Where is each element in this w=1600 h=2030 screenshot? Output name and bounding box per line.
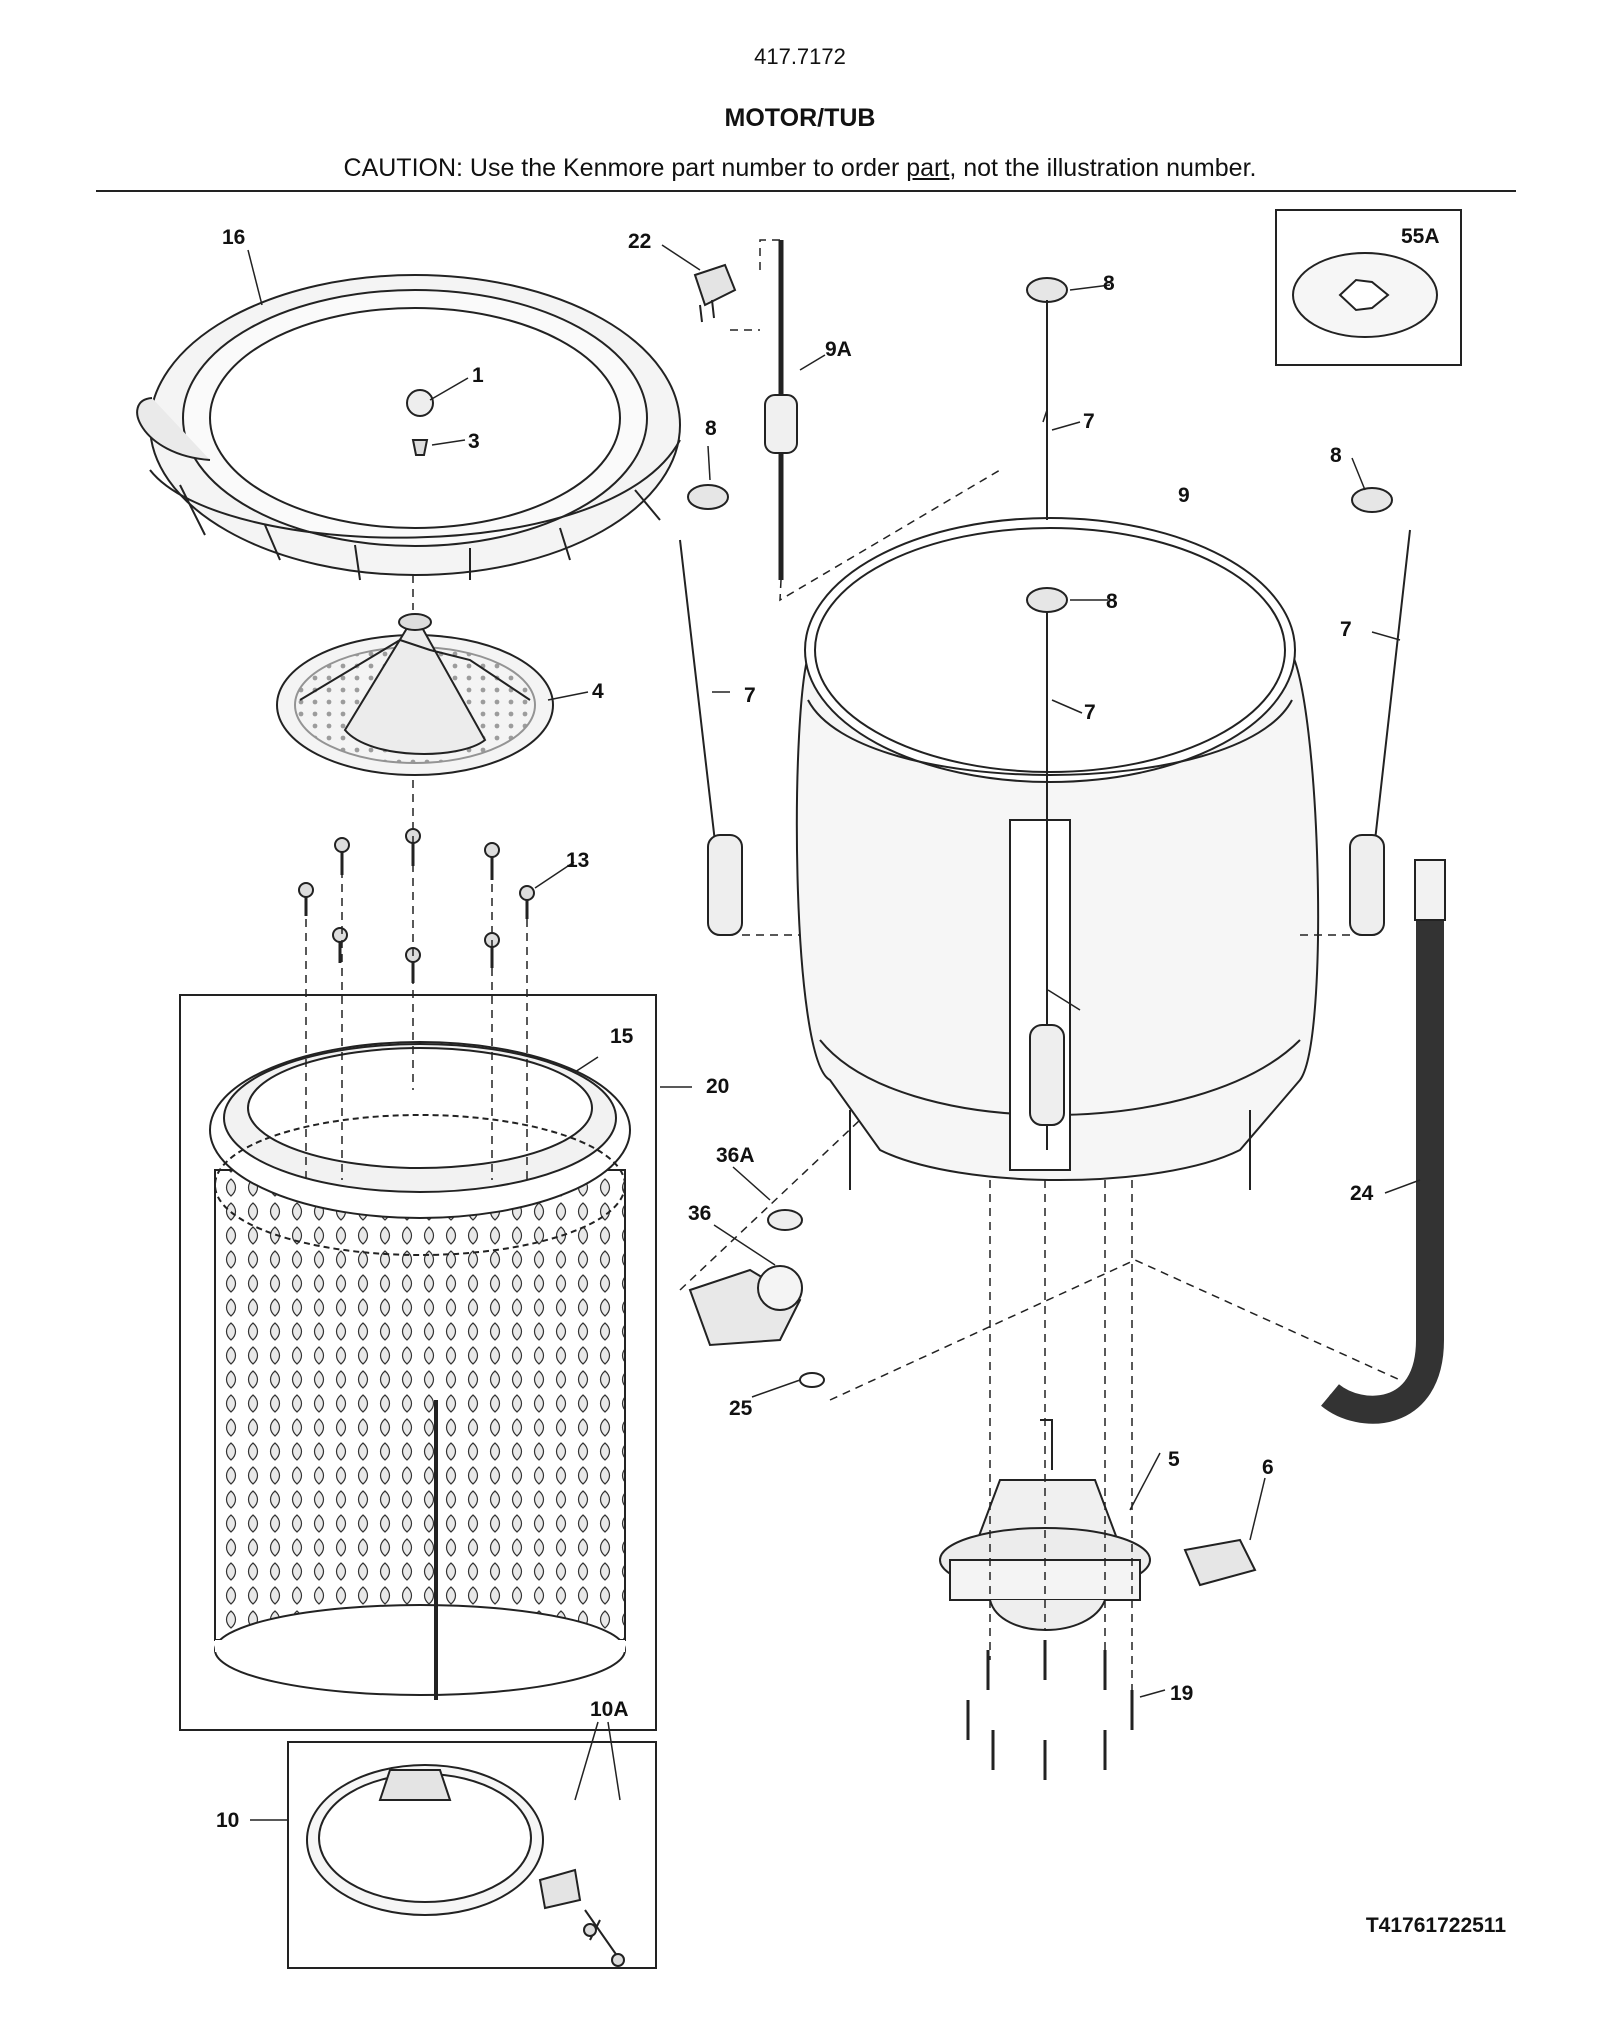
caution-text-end: , not the illustration number. <box>949 154 1257 182</box>
callout-7-left: 7 <box>744 684 756 707</box>
impeller <box>276 613 554 776</box>
outer-tub <box>795 517 1320 1190</box>
basket-hub <box>306 1764 625 1967</box>
callout-10: 10 <box>216 1809 239 1832</box>
outer-tub-cover <box>136 274 681 581</box>
header-rule <box>96 190 1516 192</box>
callout-8-center: 8 <box>1106 590 1118 613</box>
callout-24: 24 <box>1350 1182 1374 1205</box>
callout-22: 22 <box>628 230 651 253</box>
callout-6: 6 <box>1262 1456 1274 1479</box>
callout-36a: 36A <box>716 1144 755 1167</box>
drain-hose <box>1321 859 1446 1424</box>
callout-36: 36 <box>688 1202 711 1225</box>
callout-4: 4 <box>592 680 604 703</box>
callout-5: 5 <box>1168 1448 1180 1471</box>
callout-55a: 55A <box>1401 225 1440 248</box>
model-number: 417.7172 <box>754 44 846 69</box>
callout-25: 25 <box>729 1397 753 1420</box>
guide-lines <box>305 239 1401 1690</box>
pressure-hose <box>764 240 798 580</box>
callout-9a: 9A <box>825 338 852 361</box>
callout-7-top: 7 <box>1083 410 1095 433</box>
callout-9: 9 <box>1178 484 1190 507</box>
callout-8-top: 8 <box>1103 272 1115 295</box>
callout-16: 16 <box>222 226 245 249</box>
callout-8-right: 8 <box>1330 444 1342 467</box>
drawing-code: T41761722511 <box>1365 1914 1506 1937</box>
lid-switch <box>693 263 737 323</box>
hub-assembly-box <box>287 1741 657 1969</box>
callout-20: 20 <box>706 1075 729 1098</box>
callout-7-center: 7 <box>1084 701 1096 724</box>
motor-sensor <box>1183 1538 1257 1587</box>
caution-underlined: part <box>906 154 950 182</box>
suspension-rods <box>679 300 1411 1150</box>
callout-8-left: 8 <box>705 417 717 440</box>
callout-15: 15 <box>610 1025 634 1048</box>
page-title: MOTOR/TUB <box>724 104 876 132</box>
impeller-bolts <box>298 828 535 983</box>
do-not-remove-label <box>1292 252 1438 338</box>
caution-text: CAUTION: Use the Kenmore part number to … <box>343 154 907 182</box>
callout-19: 19 <box>1170 1682 1193 1705</box>
wash-basket <box>209 1041 631 1700</box>
suspension-caps <box>687 277 1393 613</box>
drain-pump <box>688 1209 825 1388</box>
leader-lines <box>247 244 1421 1821</box>
caution-note: CAUTION: Use the Kenmore part number to … <box>0 154 1600 183</box>
label-box <box>1275 209 1462 366</box>
callout-10a: 10A <box>590 1698 629 1721</box>
callout-3: 3 <box>468 430 480 453</box>
callout-1: 1 <box>472 364 484 387</box>
motor-screws <box>966 1640 1134 1780</box>
basket-assembly-box <box>179 994 657 1731</box>
callout-13: 13 <box>566 849 589 872</box>
callout-7-right: 7 <box>1340 618 1352 641</box>
